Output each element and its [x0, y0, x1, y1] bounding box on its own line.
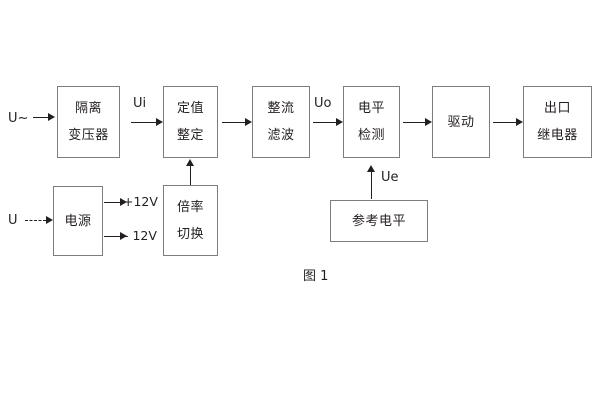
input-ac-label: U~: [8, 111, 29, 126]
arrow-level-detection-to-drive: [403, 118, 432, 127]
rail-positive-label: +12V: [123, 194, 158, 209]
block-line: 整流: [267, 101, 295, 116]
block-setting-value[interactable]: 定值 整定: [163, 86, 218, 158]
block-isolation-transformer[interactable]: 隔离 变压器: [57, 86, 120, 158]
block-line: 滤波: [267, 128, 295, 143]
block-output-relay[interactable]: 出口 继电器: [523, 86, 592, 158]
arrow-rectify-filter-to-level-detection: [313, 118, 343, 127]
arrow-multiplier-switch-to-setting-value: [186, 159, 195, 185]
arrow-reference-level-to-level-detection: [367, 165, 376, 199]
block-drive[interactable]: 驱动: [432, 86, 490, 158]
block-line: 切换: [176, 226, 204, 242]
block-reference-level[interactable]: 参考电平: [330, 200, 428, 242]
block-line: 隔离: [74, 101, 102, 116]
block-line: 出口: [543, 101, 571, 116]
block-line: 电平: [357, 101, 385, 116]
block-line: 驱动: [447, 114, 475, 130]
block-rectify-filter[interactable]: 整流 滤波: [252, 86, 310, 158]
rail-negative-label: - 12V: [124, 228, 157, 243]
block-line: 变压器: [68, 128, 109, 143]
arrow-input-dc-to-power-supply: [25, 216, 53, 225]
block-level-detection[interactable]: 电平 检测: [343, 86, 400, 158]
block-line: 整定: [176, 128, 204, 143]
arrow-setting-value-to-rectify-filter: [222, 118, 252, 127]
block-line: 倍率: [176, 199, 204, 215]
signal-ui-label: Ui: [133, 96, 147, 111]
block-power-supply[interactable]: 电源: [53, 186, 103, 256]
signal-uo-label: Uo: [314, 96, 332, 111]
figure-caption: 图 1: [303, 269, 329, 284]
block-line: 电源: [64, 213, 92, 229]
arrow-drive-to-output-relay: [493, 118, 523, 127]
arrow-input-ac-to-isolation-transformer: [33, 113, 55, 122]
arrow-rail-negative: [104, 232, 127, 241]
signal-ue-label: Ue: [381, 170, 399, 185]
block-line: 定值: [176, 101, 204, 116]
arrow-isolation-transformer-to-setting-value: [131, 118, 163, 127]
block-line: 检测: [357, 128, 385, 143]
block-line: 继电器: [537, 128, 578, 143]
input-dc-label: U: [8, 213, 18, 228]
block-multiplier-switch[interactable]: 倍率 切换: [163, 185, 218, 256]
arrow-rail-positive: [104, 198, 127, 207]
block-line: 参考电平: [351, 213, 406, 229]
